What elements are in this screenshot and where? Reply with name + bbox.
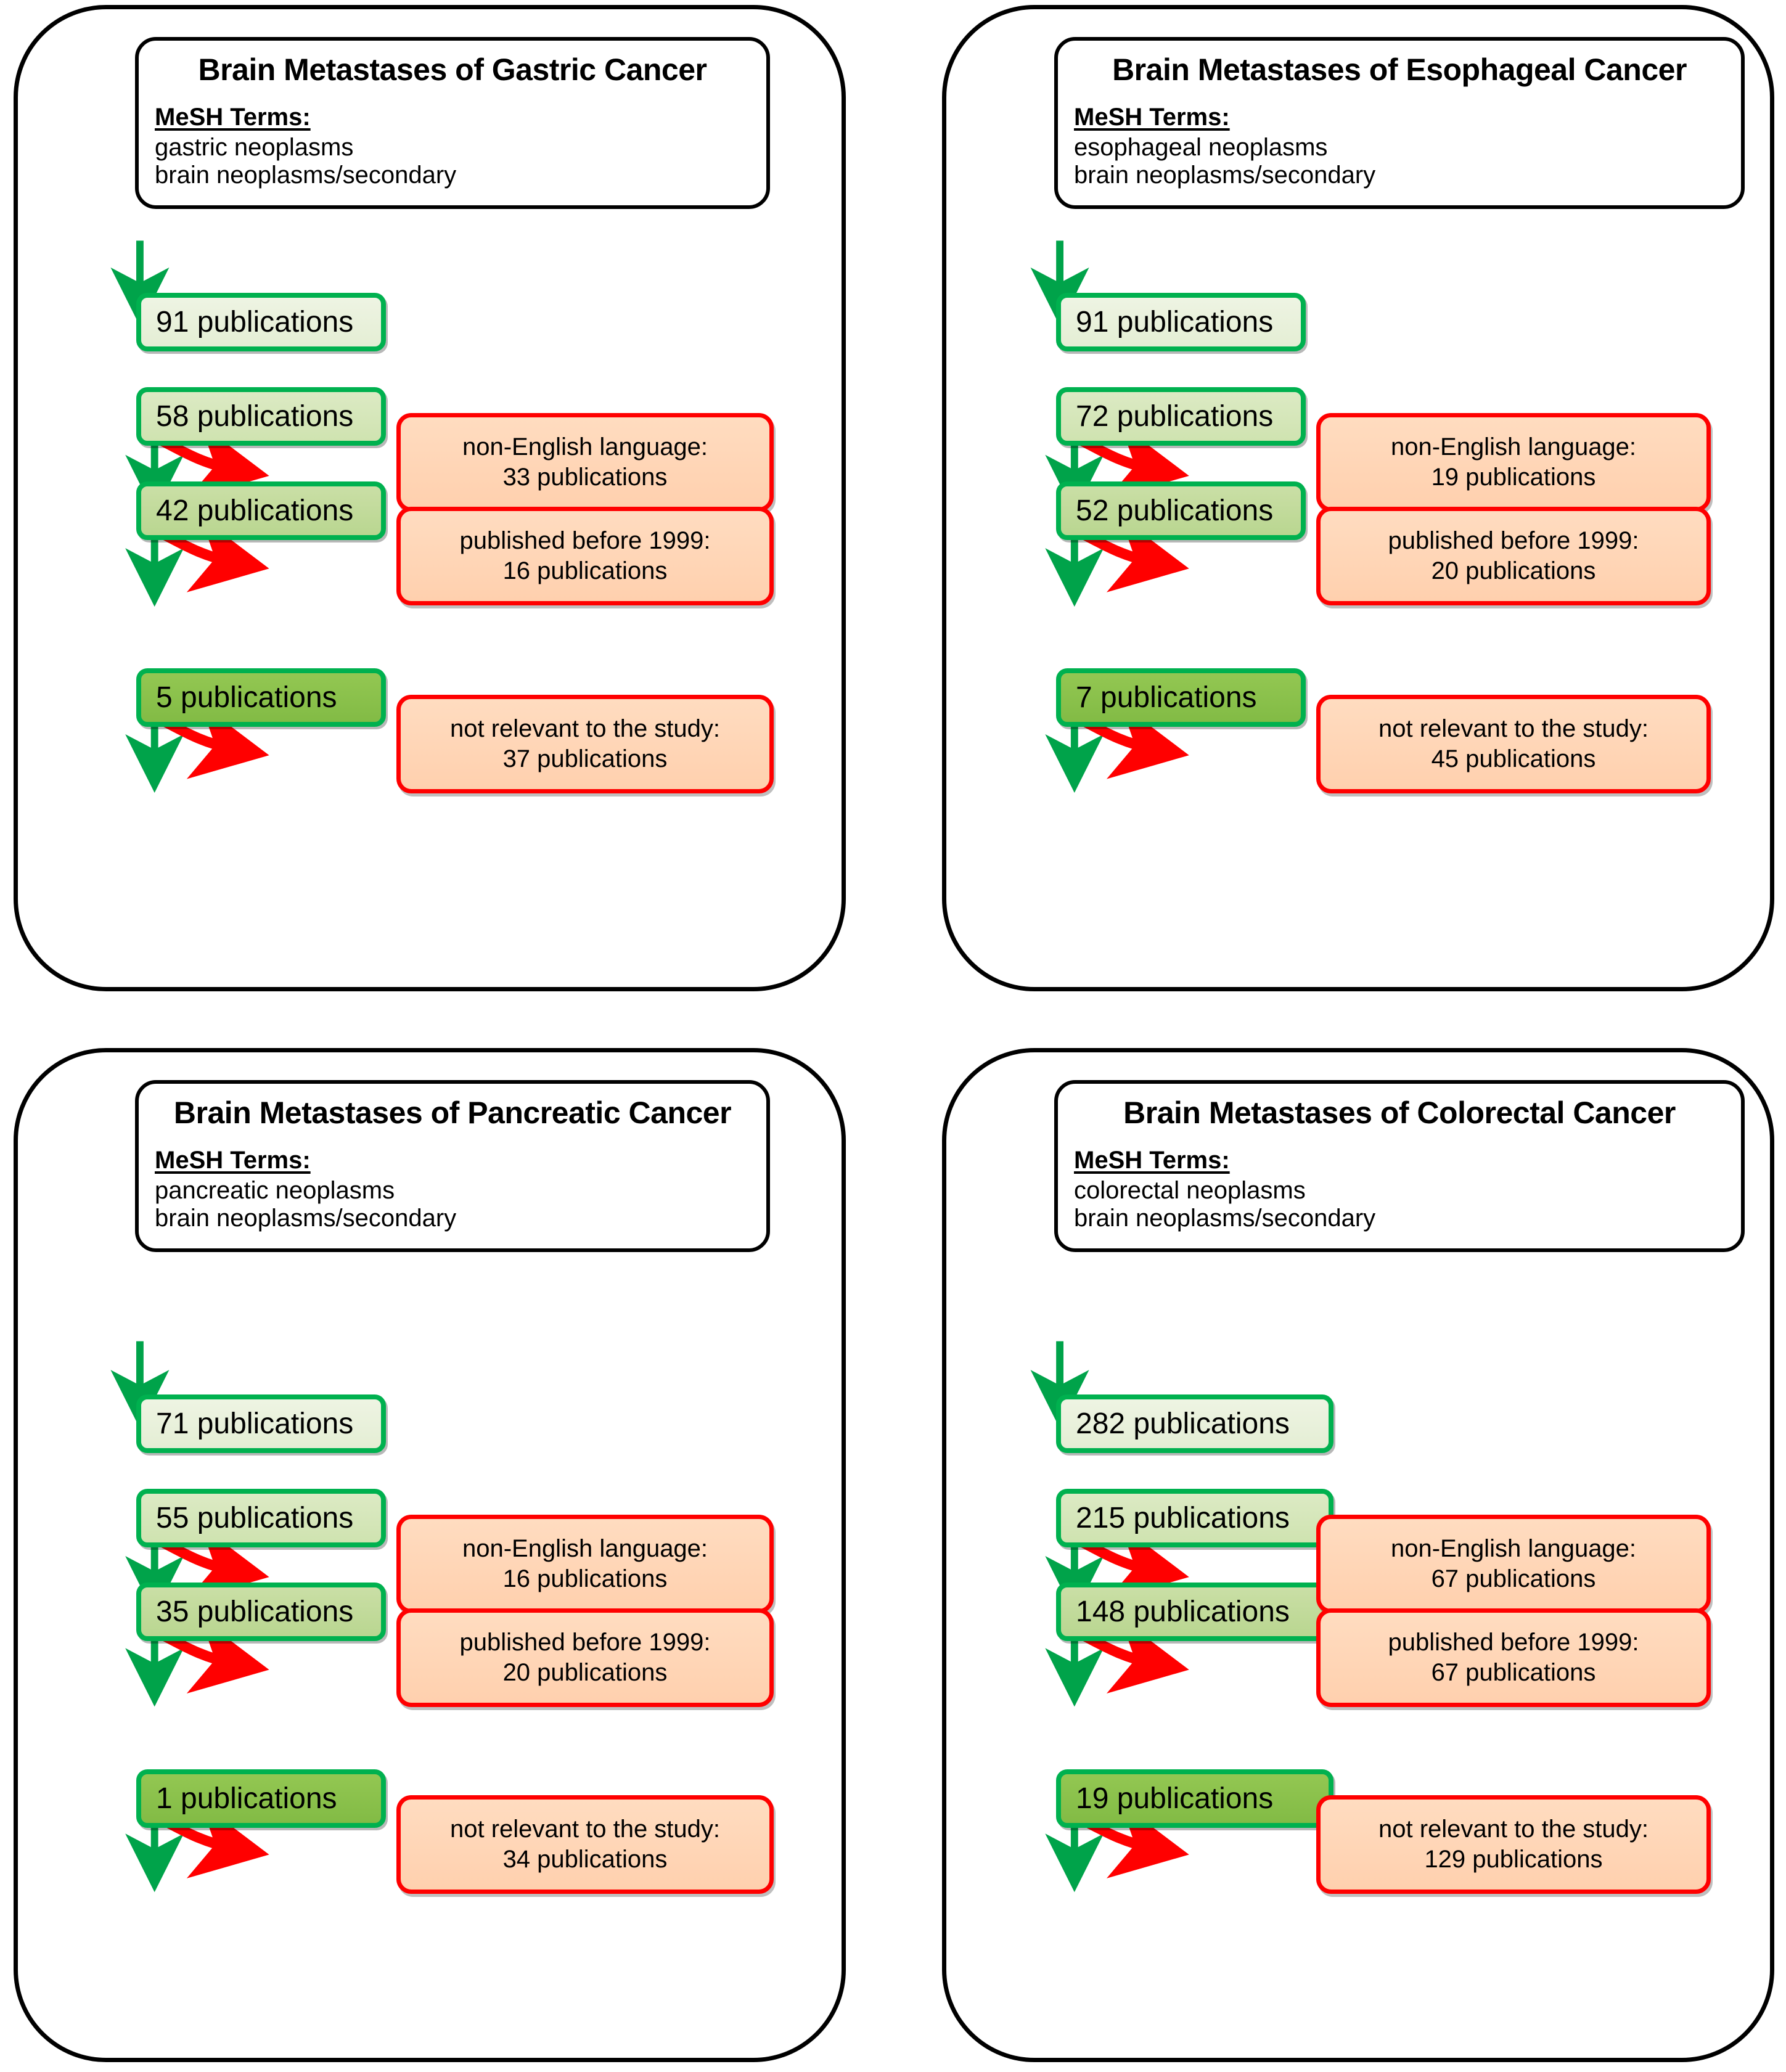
count-box-final: 1 publications [136,1769,386,1828]
count-box-step3: 42 publications [136,481,386,540]
panel-esophageal: Brain Metastases of Esophageal Cancer Me… [942,5,1774,991]
header-box-gastric: Brain Metastases of Gastric Cancer MeSH … [135,37,770,209]
page-title: Brain Metastases of Pancreatic Cancer [173,1095,732,1130]
exclusion-box-non-english: non-English language: 67 publications [1316,1515,1711,1613]
mesh-term-secondary: brain neoplasms/secondary [1074,1204,1376,1232]
mesh-term-secondary: brain neoplasms/secondary [155,1204,457,1232]
flow-pancreatic: 71 publications 55 publications 35 publi… [18,1052,842,2058]
count-box-step2: 55 publications [136,1489,386,1547]
mesh-term-secondary: brain neoplasms/secondary [1074,161,1376,189]
count-box-step2: 72 publications [1056,387,1306,446]
mesh-terms-heading: MeSH Terms: [155,104,311,131]
count-box-step1: 91 publications [136,293,386,351]
count-box-final: 5 publications [136,668,386,727]
mesh-terms-heading: MeSH Terms: [1074,104,1230,131]
mesh-term-secondary: brain neoplasms/secondary [155,161,457,189]
mesh-term-primary: colorectal neoplasms [1074,1177,1306,1204]
exclusion-box-before-1999: published before 1999: 67 publications [1316,1608,1711,1707]
count-box-step3: 35 publications [136,1583,386,1641]
page-title: Brain Metastases of Gastric Cancer [198,52,707,87]
exclusion-box-not-relevant: not relevant to the study: 37 publicatio… [396,695,774,793]
exclusion-box-non-english: non-English language: 33 publications [396,413,774,512]
panel-colorectal: Brain Metastases of Colorectal Cancer Me… [942,1048,1774,2062]
exclusion-box-not-relevant: not relevant to the study: 34 publicatio… [396,1795,774,1894]
mesh-term-primary: pancreatic neoplasms [155,1177,395,1204]
mesh-terms-heading: MeSH Terms: [1074,1147,1230,1174]
header-box-colorectal: Brain Metastases of Colorectal Cancer Me… [1054,1080,1745,1252]
flow-colorectal: 282 publications 215 publications 148 pu… [946,1052,1770,2058]
count-box-step1: 91 publications [1056,293,1306,351]
exclusion-box-not-relevant: not relevant to the study: 129 publicati… [1316,1795,1711,1894]
page-title: Brain Metastases of Esophageal Cancer [1112,52,1687,87]
exclusion-box-non-english: non-English language: 16 publications [396,1515,774,1613]
panel-gastric: Brain Metastases of Gastric Cancer MeSH … [14,5,846,991]
page-title: Brain Metastases of Colorectal Cancer [1123,1095,1676,1130]
count-box-final: 19 publications [1056,1769,1333,1828]
count-box-step3: 148 publications [1056,1583,1333,1641]
exclusion-box-non-english: non-English language: 19 publications [1316,413,1711,512]
exclusion-box-before-1999: published before 1999: 16 publications [396,507,774,605]
flow-gastric: 91 publications 58 publications 42 publi… [18,9,842,987]
panel-pancreatic: Brain Metastases of Pancreatic Cancer Me… [14,1048,846,2062]
count-box-final: 7 publications [1056,668,1306,727]
count-box-step2: 215 publications [1056,1489,1333,1547]
header-box-pancreatic: Brain Metastases of Pancreatic Cancer Me… [135,1080,770,1252]
mesh-term-primary: gastric neoplasms [155,134,354,161]
count-box-step3: 52 publications [1056,481,1306,540]
count-box-step2: 58 publications [136,387,386,446]
count-box-step1: 282 publications [1056,1394,1333,1453]
header-box-esophageal: Brain Metastases of Esophageal Cancer Me… [1054,37,1745,209]
exclusion-box-not-relevant: not relevant to the study: 45 publicatio… [1316,695,1711,793]
flow-esophageal: 91 publications 72 publications 52 publi… [946,9,1770,987]
mesh-term-primary: esophageal neoplasms [1074,134,1328,161]
exclusion-box-before-1999: published before 1999: 20 publications [396,1608,774,1707]
mesh-terms-heading: MeSH Terms: [155,1147,311,1174]
count-box-step1: 71 publications [136,1394,386,1453]
exclusion-box-before-1999: published before 1999: 20 publications [1316,507,1711,605]
